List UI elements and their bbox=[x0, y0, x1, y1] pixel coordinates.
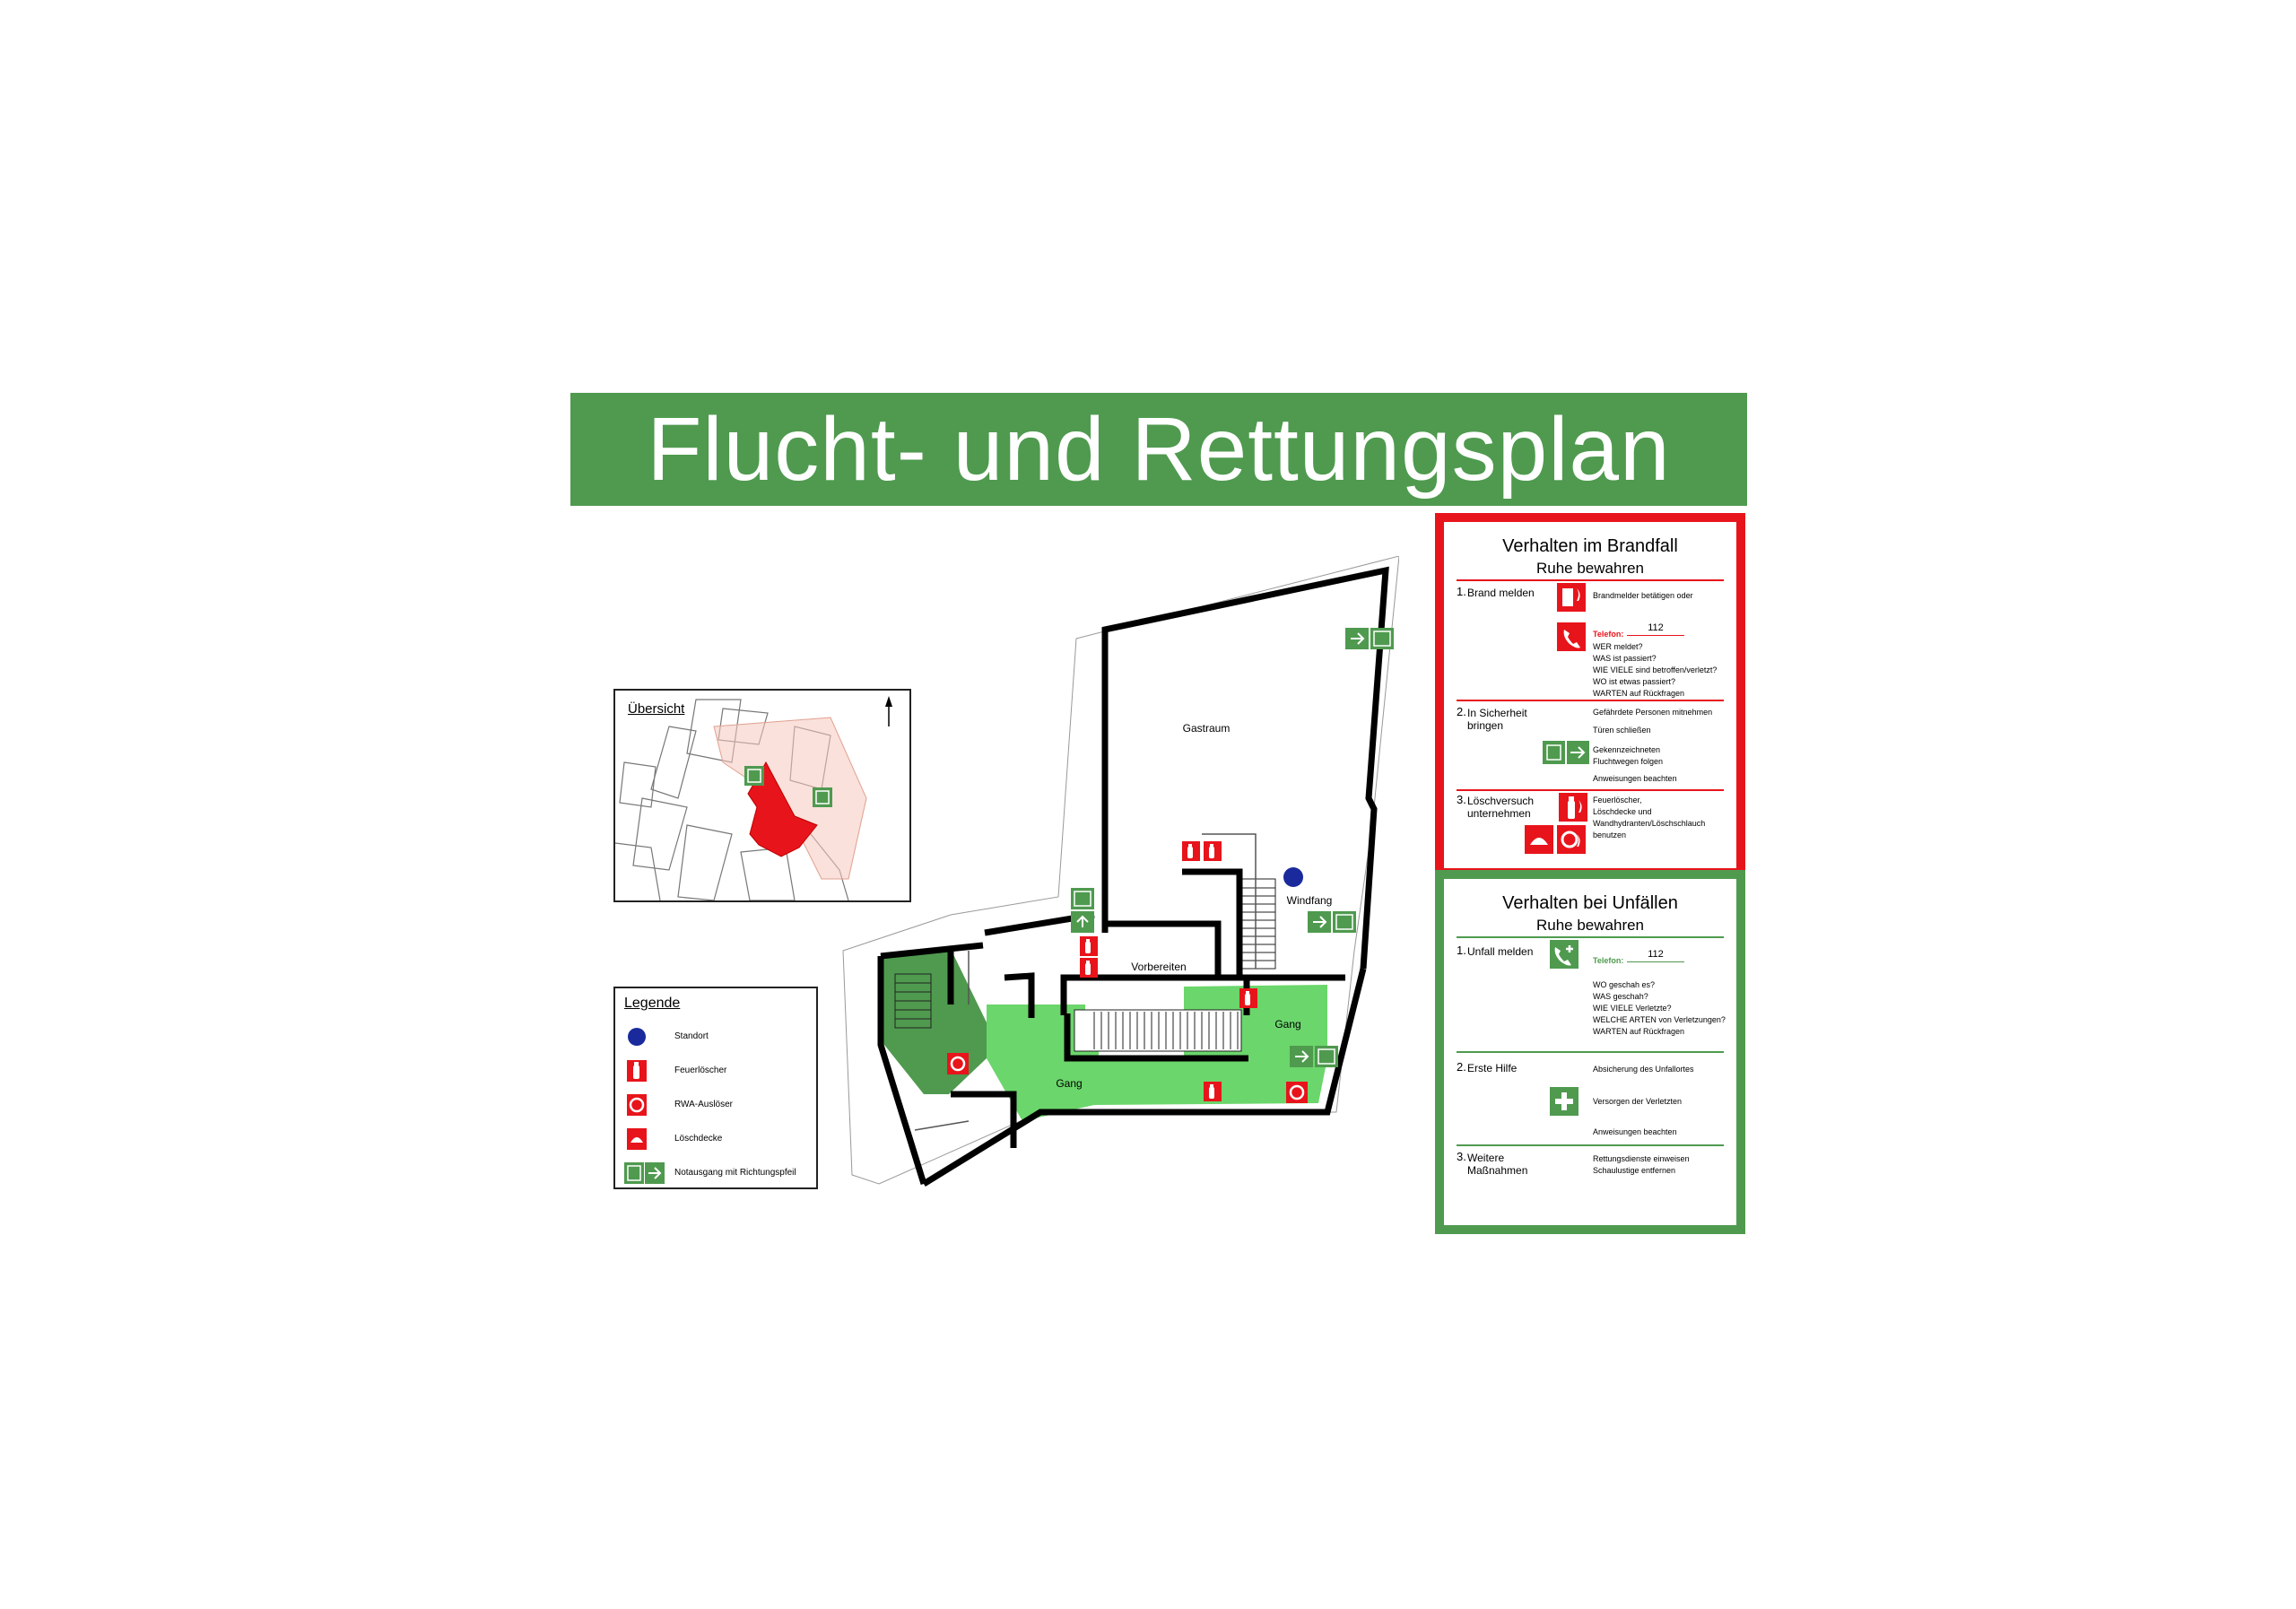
legend-item: Standort bbox=[624, 1024, 804, 1049]
room-label-vorbereiten: Vorbereiten bbox=[1131, 961, 1186, 973]
accident-behaviour-panel: Verhalten bei Unfällen Ruhe bewahren 1. … bbox=[1435, 870, 1745, 1234]
step-text: Versorgen der Verletzten bbox=[1593, 1097, 1683, 1106]
smoke-vent-trigger-icon bbox=[947, 1053, 969, 1074]
step-number: 2. bbox=[1457, 705, 1466, 718]
legend-label: Feuerlöscher bbox=[674, 1065, 727, 1075]
step-label: Erste Hilfe bbox=[1467, 1062, 1518, 1074]
panel-title: Verhalten bei Unfällen bbox=[1502, 893, 1678, 913]
overview-title: Übersicht bbox=[628, 701, 685, 717]
fire-extinguisher-icon bbox=[1239, 988, 1257, 1008]
step-label: Löschversuch unternehmen bbox=[1467, 795, 1535, 820]
fire-hose-icon bbox=[1557, 825, 1586, 854]
report-questions: WO geschah es? WAS geschah? WIE VIELE Ve… bbox=[1593, 980, 1726, 1036]
fire-blanket-icon bbox=[627, 1128, 647, 1150]
fire-extinguisher-icon bbox=[1182, 841, 1200, 861]
emergency-exit-icon bbox=[1290, 1046, 1338, 1067]
emergency-exit-icon bbox=[1071, 888, 1094, 933]
fire-blanket-icon bbox=[1525, 825, 1553, 854]
stairwell-area bbox=[881, 949, 987, 1094]
fire-behaviour-panel: Verhalten im Brandfall Ruhe bewahren 1. … bbox=[1435, 513, 1745, 877]
step-number: 3. bbox=[1457, 793, 1466, 806]
plan-title: Flucht- und Rettungsplan bbox=[570, 393, 1747, 506]
step-text: Feuerlöscher, Löschdecke und Wandhydrant… bbox=[1593, 796, 1706, 839]
step-label: In Sicherheit bringen bbox=[1467, 707, 1527, 732]
emergency-exit-icon bbox=[1345, 628, 1394, 649]
emergency-exit-arrow-icon bbox=[1543, 741, 1589, 764]
fire-extinguisher-icon bbox=[627, 1060, 647, 1082]
step-number: 1. bbox=[1457, 944, 1466, 957]
room-label-gang-right: Gang bbox=[1274, 1018, 1300, 1031]
legend-item: Notausgang mit Richtungspfeil bbox=[624, 1161, 804, 1186]
step-text: Absicherung des Unfallortes bbox=[1593, 1065, 1694, 1074]
location-dot-icon bbox=[628, 1028, 646, 1046]
step-text: Anweisungen beachten bbox=[1593, 774, 1677, 783]
fire-extinguisher-icon bbox=[1080, 958, 1098, 978]
smoke-vent-trigger-icon bbox=[1286, 1082, 1308, 1103]
overview-map: Übersicht bbox=[613, 689, 911, 902]
legend-item: RWA-Auslöser bbox=[624, 1092, 804, 1118]
emergency-exit-icon bbox=[1308, 911, 1356, 933]
legend-item: Löschdecke bbox=[624, 1126, 804, 1152]
legend-label: Löschdecke bbox=[674, 1134, 723, 1144]
legend-label: Notausgang mit Richtungspfeil bbox=[674, 1168, 796, 1178]
north-arrow-icon bbox=[885, 696, 892, 726]
fire-alarm-icon bbox=[1557, 583, 1586, 612]
smoke-vent-trigger-icon bbox=[627, 1094, 647, 1116]
emergency-exit-icon bbox=[744, 766, 832, 807]
step-text: Gefährdete Personen mitnehmen bbox=[1593, 708, 1713, 717]
step-text: Türen schließen bbox=[1593, 726, 1651, 735]
step-text: Rettungsdienste einweisen Schaulustige e… bbox=[1593, 1154, 1690, 1175]
phone-number: 112 bbox=[1648, 622, 1664, 633]
legend: Legende Standort Feuerlöscher RWA-Auslös… bbox=[613, 987, 818, 1189]
fire-telephone-icon bbox=[1557, 622, 1586, 651]
first-aid-telephone-icon bbox=[1550, 940, 1578, 969]
step-text: Gekennzeichneten Fluchtwegen folgen bbox=[1593, 745, 1664, 766]
room-label-windfang: Windfang bbox=[1287, 894, 1333, 907]
fire-extinguisher-icon bbox=[1204, 841, 1222, 861]
panel-subtitle: Ruhe bewahren bbox=[1535, 917, 1645, 934]
phone-number: 112 bbox=[1648, 949, 1664, 960]
phone-label: Telefon: bbox=[1593, 630, 1624, 639]
room-label-gastraum: Gastraum bbox=[1183, 722, 1231, 735]
legend-label: RWA-Auslöser bbox=[674, 1100, 734, 1109]
panel-title: Verhalten im Brandfall bbox=[1502, 536, 1678, 556]
legend-item: Feuerlöscher bbox=[624, 1058, 804, 1083]
panel-subtitle: Ruhe bewahren bbox=[1535, 560, 1645, 577]
step-number: 1. bbox=[1457, 585, 1466, 598]
legend-title: Legende bbox=[624, 996, 681, 1011]
step-number: 2. bbox=[1457, 1060, 1466, 1074]
escape-route-area bbox=[987, 985, 1327, 1121]
legend-label: Standort bbox=[674, 1031, 709, 1041]
emergency-exit-arrow-icon bbox=[624, 1162, 665, 1184]
overview-drawing bbox=[615, 696, 892, 900]
fire-extinguisher-icon bbox=[1080, 936, 1098, 956]
step-text: Anweisungen beachten bbox=[1593, 1127, 1677, 1136]
room-label-gang-left: Gang bbox=[1056, 1077, 1082, 1090]
step-label: Weitere Maßnahmen bbox=[1467, 1152, 1528, 1177]
fire-extinguisher-icon bbox=[1559, 793, 1587, 822]
report-questions: WER meldet? WAS ist passiert? WIE VIELE … bbox=[1593, 642, 1718, 698]
phone-label: Telefon: bbox=[1593, 956, 1624, 965]
location-dot-icon bbox=[1283, 867, 1303, 887]
fire-extinguisher-icon bbox=[1204, 1082, 1222, 1101]
floor-plan: Gastraum Windfang Vorbereiten Gang Gang bbox=[842, 556, 1399, 1187]
first-aid-icon bbox=[1550, 1087, 1578, 1116]
step-label: Brand melden bbox=[1467, 587, 1535, 599]
step-label: Unfall melden bbox=[1467, 945, 1534, 958]
step-number: 3. bbox=[1457, 1150, 1466, 1163]
step-text: Brandmelder betätigen oder bbox=[1593, 591, 1693, 600]
